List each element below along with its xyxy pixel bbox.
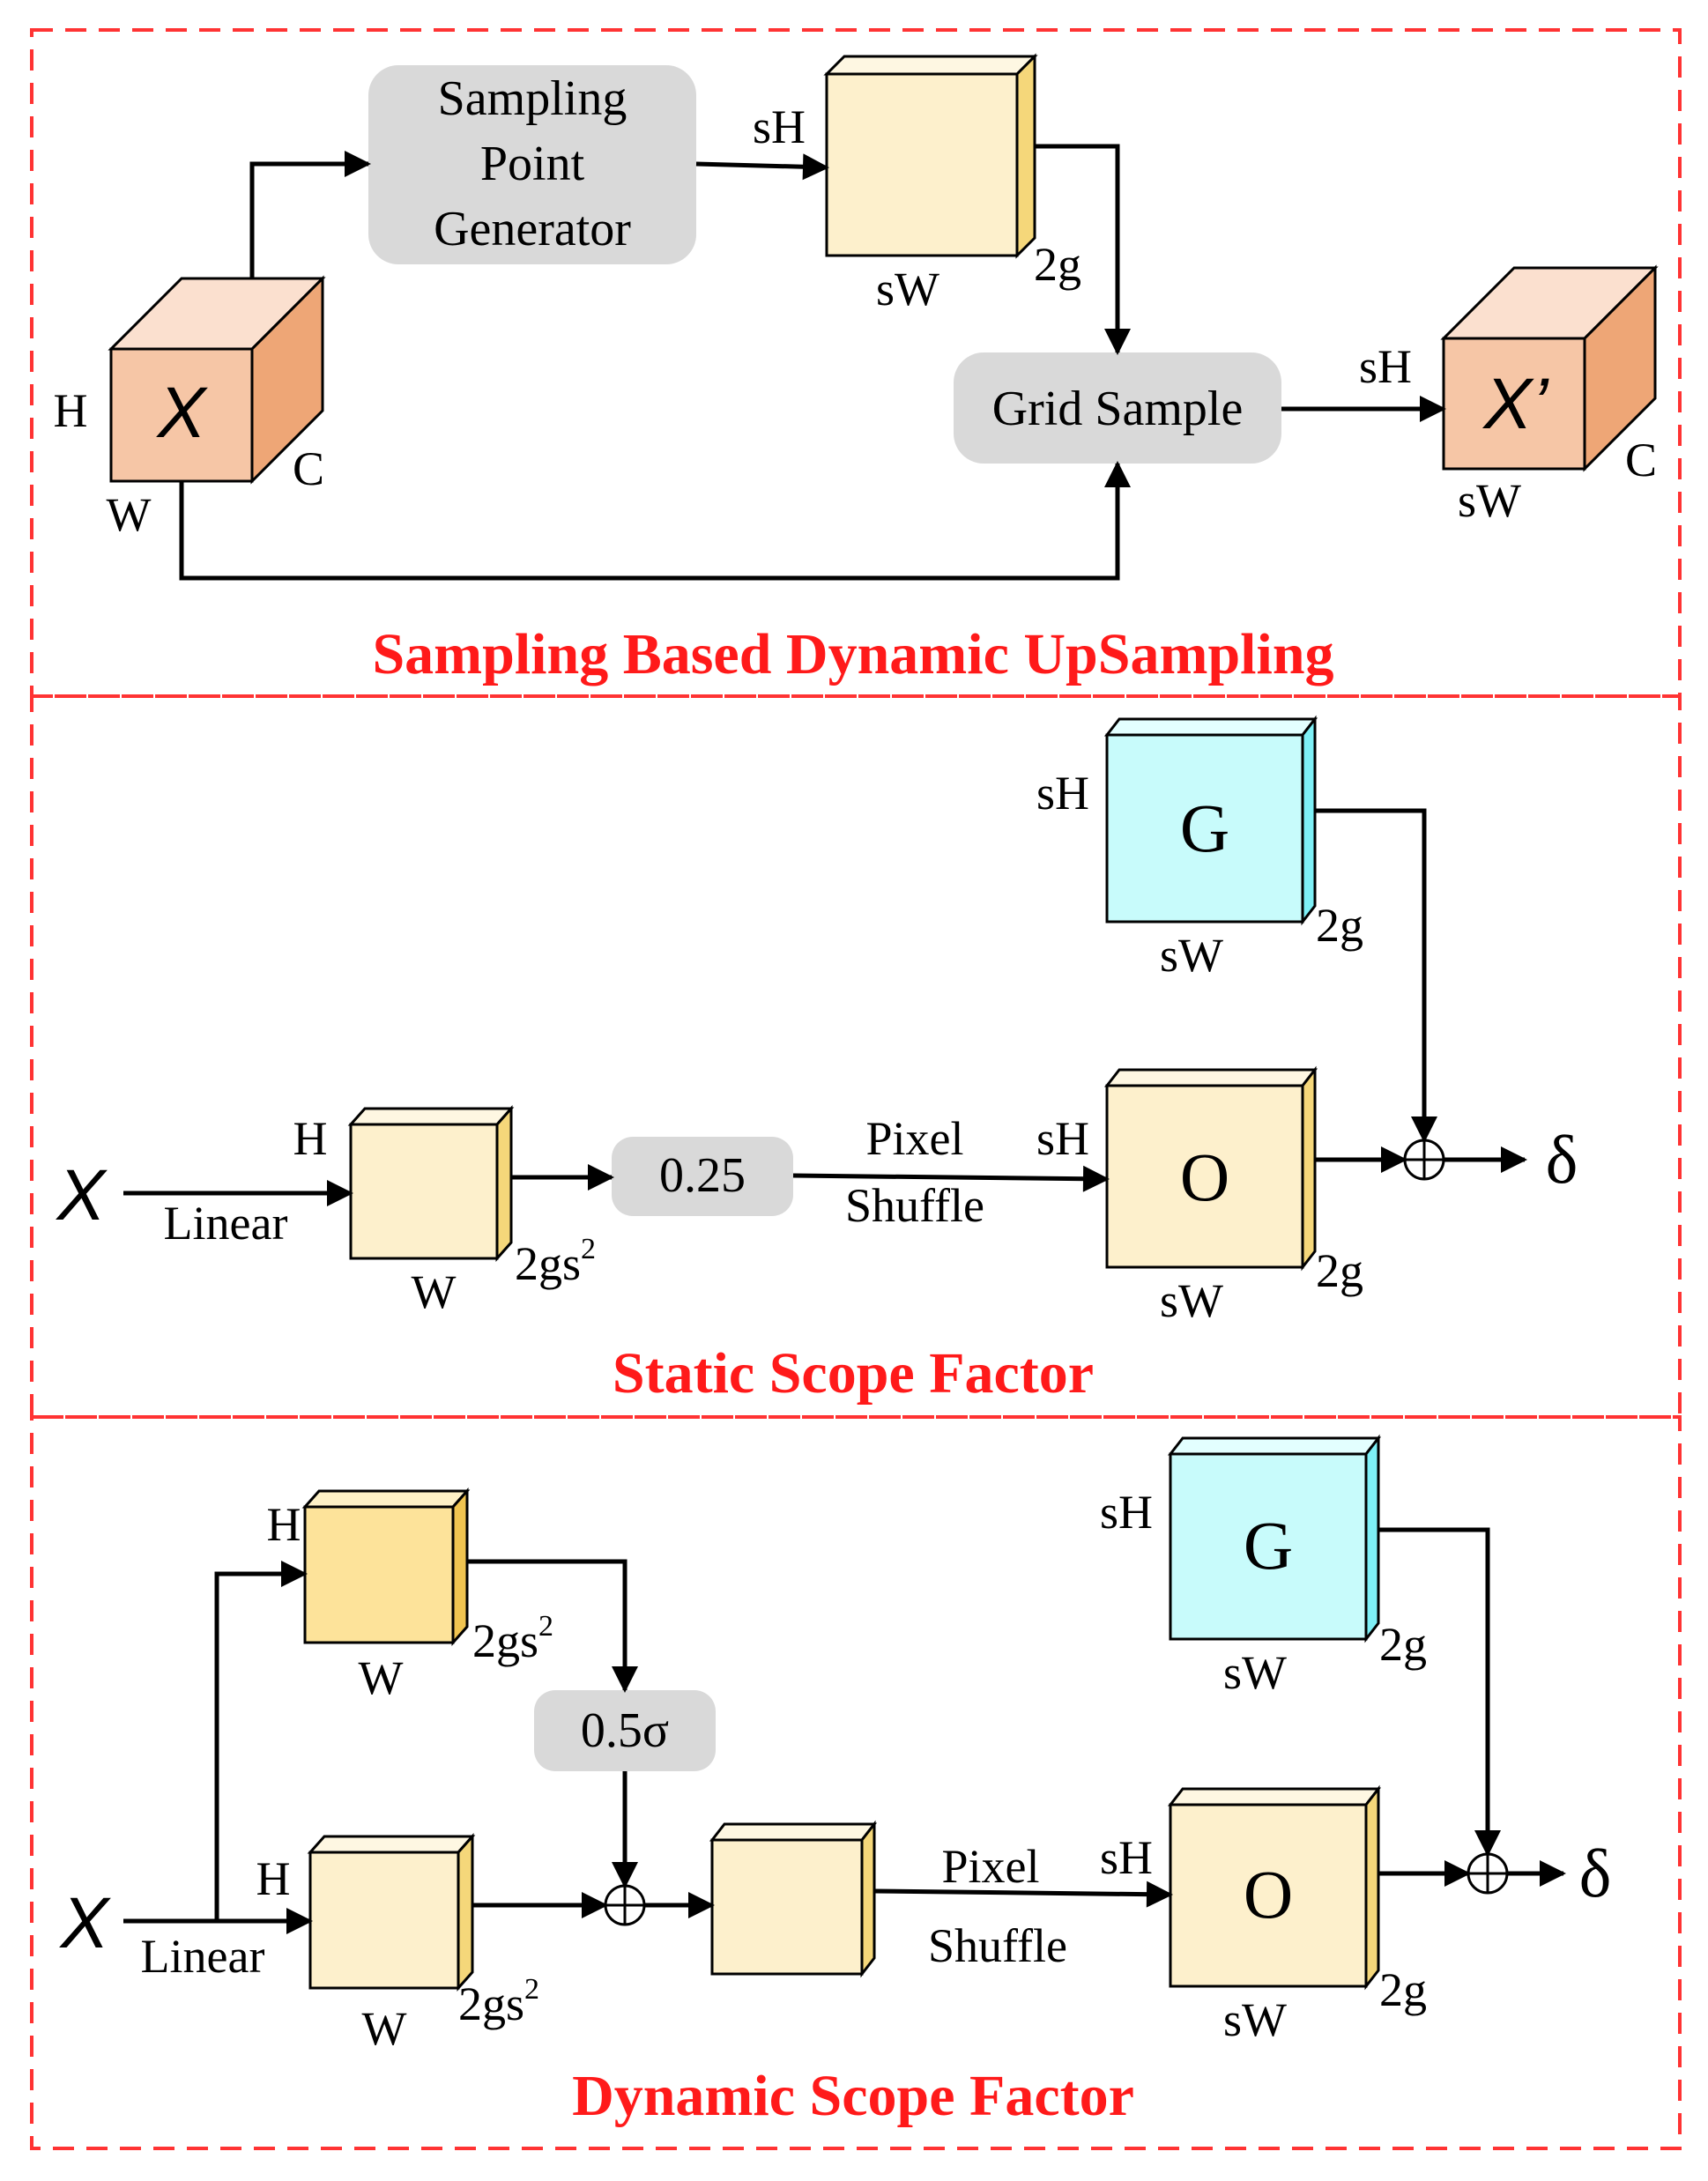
offset-dim-c: 2g (1034, 238, 1081, 291)
arrow-x-to-generator (249, 151, 371, 278)
static-g-box: G sH sW 2g (1036, 715, 1363, 982)
dynamic-g-dim-w: sW (1223, 1646, 1287, 1699)
dynamic-add-node-right (1467, 1852, 1509, 1895)
static-linear-label: Linear (164, 1197, 288, 1250)
dynamic-upper-dim-h: H (267, 1498, 301, 1551)
dynamic-upper-dim-w: W (359, 1651, 404, 1704)
section-title-static: Static Scope Factor (613, 1341, 1094, 1406)
static-g-label: G (1180, 790, 1229, 866)
generator-line-1: Sampling (438, 71, 628, 126)
static-o-box: O sH sW 2g (1036, 1065, 1363, 1327)
dynamic-arrows (123, 1527, 1566, 1934)
dynamic-scale-box: 0.5σ (534, 1690, 716, 1771)
dynamic-input-symbol: X (59, 1883, 112, 1963)
offset-dim-h: sH (753, 100, 806, 153)
dynamic-mid-cube (709, 1820, 878, 1978)
frame-dynamic (30, 1415, 1682, 2150)
static-o-dim-c: 2g (1316, 1244, 1363, 1297)
arrow-offset-to-grid (1035, 144, 1131, 355)
dynamic-g-label: G (1244, 1507, 1293, 1584)
section-dynamic: G sH sW 2g H W 2gs2 0.5σ H W 2gs2 (59, 1434, 1612, 2128)
dynamic-g-dim-h: sH (1100, 1486, 1153, 1539)
input-dim-w: W (107, 488, 152, 541)
arrow-dynamic-mid-to-o (873, 1881, 1173, 1908)
dynamic-g-box: G sH sW 2g (1100, 1434, 1427, 1699)
section-title-sampling: Sampling Based Dynamic UpSampling (372, 622, 1333, 686)
generator-line-3: Generator (434, 202, 631, 256)
dynamic-g-dim-c: 2g (1379, 1618, 1427, 1671)
dynamic-upper-dim-c: 2gs2 (472, 1610, 553, 1667)
dynamic-upper-feature-cube: H W 2gs2 (267, 1487, 553, 1704)
dynamic-o-label: O (1244, 1856, 1293, 1932)
dynamic-lower-dim-c: 2gs2 (458, 1973, 539, 2030)
arrow-x-to-grid (179, 461, 1131, 581)
static-o-dim-h: sH (1036, 1112, 1089, 1165)
grid-sample-box: Grid Sample (954, 352, 1281, 464)
arrow-dynamic-x-to-upper (214, 1561, 308, 1921)
input-dim-h: H (54, 384, 88, 437)
dynamic-o-box: O sH sW 2g (1100, 1784, 1427, 2046)
frame-static (30, 694, 1682, 1419)
static-o-dim-w: sW (1160, 1274, 1223, 1327)
static-feat-dim-h: H (293, 1112, 328, 1165)
static-scale-label: 0.25 (659, 1148, 746, 1203)
arrow-dynamic-g-to-add (1378, 1527, 1501, 1857)
section-static: G sH sW 2g X Linear H W 2gs2 0.25 Pixel … (56, 715, 1578, 1406)
dynamic-o-dim-h: sH (1100, 1831, 1153, 1884)
sampling-point-generator: Sampling Point Generator (368, 65, 696, 264)
dynamic-lower-dim-w: W (362, 2002, 407, 2055)
static-o-label: O (1180, 1139, 1229, 1215)
output-symbol: X’ (1482, 364, 1550, 444)
arrow-generator-to-offset (695, 153, 829, 181)
offset-dim-w: sW (876, 263, 939, 315)
dynamic-linear-label: Linear (141, 1930, 265, 1983)
output-cube-x-prime: X’ sH sW C (1359, 264, 1659, 527)
output-dim-h: sH (1359, 340, 1412, 393)
static-add-node (1403, 1139, 1445, 1181)
input-symbol: X (156, 373, 209, 453)
section-frames (30, 28, 1682, 2150)
generator-line-2: Point (480, 137, 585, 191)
input-cube-x: X H W C (54, 275, 326, 541)
frame-sampling (30, 28, 1682, 698)
static-feat-dim-c: 2gs2 (515, 1233, 596, 1290)
static-shuffle-line-2: Shuffle (845, 1179, 984, 1232)
dynamic-shuffle-line-1: Pixel (941, 1840, 1039, 1893)
dynamic-o-dim-w: sW (1223, 1993, 1287, 2046)
arrow-dynamic-upper-to-scale (467, 1559, 638, 1693)
dynamic-add-node-mid (604, 1884, 646, 1926)
static-output-symbol: δ (1546, 1121, 1578, 1198)
static-feature-cube: H W 2gs2 (293, 1105, 596, 1318)
dynamic-shuffle-line-2: Shuffle (928, 1919, 1067, 1972)
grid-sample-label: Grid Sample (992, 382, 1244, 436)
static-input-symbol: X (56, 1155, 108, 1235)
dynamic-o-dim-c: 2g (1379, 1963, 1427, 2016)
arrow-static-g-to-add (1315, 808, 1437, 1143)
static-arrows (123, 808, 1527, 1206)
sampling-arrows (179, 144, 1446, 581)
output-dim-c: C (1625, 434, 1657, 486)
static-scale-box: 0.25 (612, 1137, 793, 1216)
static-shuffle-line-1: Pixel (865, 1112, 963, 1165)
input-dim-c: C (293, 442, 324, 495)
dynamic-lower-feature-cube: H W 2gs2 (256, 1833, 539, 2055)
section-sampling: X H W C Sampling Point Generator sH sW 2… (54, 53, 1659, 686)
dynamic-output-symbol: δ (1579, 1835, 1612, 1911)
dynamic-lower-dim-h: H (256, 1852, 291, 1905)
static-g-dim-c: 2g (1316, 899, 1363, 952)
static-g-dim-w: sW (1160, 929, 1223, 982)
offset-cube: sH sW 2g (753, 53, 1081, 315)
static-g-dim-h: sH (1036, 767, 1089, 820)
arrow-static-scale-to-o (792, 1165, 1110, 1192)
static-feat-dim-w: W (412, 1265, 457, 1318)
output-dim-w: sW (1458, 474, 1521, 527)
dynamic-scale-label: 0.5σ (581, 1703, 669, 1758)
section-title-dynamic: Dynamic Scope Factor (572, 2064, 1134, 2128)
